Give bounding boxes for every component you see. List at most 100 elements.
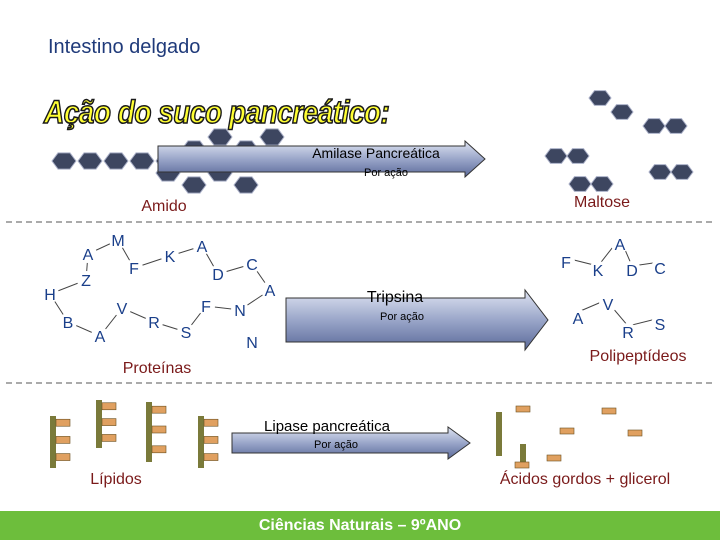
amino-acid-letter: B bbox=[63, 315, 74, 332]
maltose-hexagon bbox=[664, 118, 688, 134]
lipid-molecules bbox=[50, 400, 219, 468]
footer-bar: Ciências Naturais – 9ºANO bbox=[0, 511, 720, 540]
maltose-hexagon bbox=[610, 104, 634, 120]
fatty-acids-label: Ácidos gordos + glicerol bbox=[500, 469, 670, 488]
amylase-arrow bbox=[157, 139, 486, 179]
fatty-acid-tail bbox=[151, 425, 167, 434]
amino-acid-bg bbox=[193, 237, 211, 255]
amino-acid-bg bbox=[651, 315, 669, 333]
amino-acid-letter: A bbox=[573, 311, 584, 328]
maltose-hexagon bbox=[670, 164, 694, 180]
amino-acid-letter: F bbox=[201, 299, 211, 316]
amino-acid-letter: H bbox=[44, 287, 56, 304]
amino-acid-letter: A bbox=[95, 329, 106, 346]
amino-acid-bg bbox=[611, 235, 629, 253]
amino-acid-letter: C bbox=[246, 257, 258, 274]
trypsin-action-label: Por ação bbox=[380, 311, 424, 323]
amino-acid-bg bbox=[145, 313, 163, 331]
footer-text: Ciências Naturais – 9ºANO bbox=[258, 517, 462, 534]
amino-acid-letter: S bbox=[655, 317, 666, 334]
maltose-hexagon bbox=[648, 164, 672, 180]
amino-acid-bg bbox=[77, 271, 95, 289]
amylase-action-label: Por ação bbox=[364, 167, 408, 179]
fatty-acid-tail bbox=[55, 418, 71, 427]
glucose-hexagon bbox=[77, 152, 103, 170]
amino-acid-bg bbox=[557, 253, 575, 271]
maltose-hexagon bbox=[588, 90, 612, 106]
amino-acid-letter: R bbox=[148, 315, 160, 332]
amino-acid-bg bbox=[243, 333, 261, 351]
fatty-acid-tail bbox=[151, 405, 167, 414]
amino-acid-bg bbox=[619, 323, 637, 341]
glucose-hexagon bbox=[103, 152, 129, 170]
proteins-label: Proteínas bbox=[123, 360, 191, 377]
fatty-acid bbox=[515, 405, 531, 413]
amino-acid-bg bbox=[599, 295, 617, 313]
amino-acid-letter: A bbox=[265, 283, 276, 300]
starch-label: Amido bbox=[141, 198, 186, 215]
fatty-acid bbox=[627, 429, 643, 437]
amino-acid-letter: N bbox=[234, 303, 246, 320]
polypeptide-bond bbox=[577, 299, 661, 327]
amino-acid-letter: Z bbox=[81, 273, 91, 290]
amino-acid-bg bbox=[231, 301, 249, 319]
fatty-acid bbox=[546, 454, 562, 462]
fatty-acid bbox=[514, 461, 530, 469]
amino-acid-letter: S bbox=[181, 325, 192, 342]
lipase-action-label: Por ação bbox=[314, 439, 358, 451]
amino-acid-bg bbox=[261, 281, 279, 299]
fatty-acid-tail bbox=[55, 436, 71, 444]
maltose-label: Maltose bbox=[574, 194, 630, 211]
amino-acid-bg bbox=[589, 261, 607, 279]
amino-acid-letter: F bbox=[129, 261, 139, 278]
amino-acid-letter: A bbox=[197, 239, 208, 256]
fatty-acid-tail bbox=[203, 453, 219, 461]
fatty-acid-tail bbox=[101, 402, 117, 411]
amino-acid-bg bbox=[243, 255, 261, 273]
amino-acid-letter: C bbox=[654, 261, 666, 278]
amino-acid-bg bbox=[197, 297, 215, 315]
fatty-acid-tail bbox=[203, 436, 219, 444]
amino-acid-bg bbox=[113, 299, 131, 317]
lipase-arrow bbox=[231, 426, 471, 460]
amino-acid-bg bbox=[569, 309, 587, 327]
glycerol bbox=[496, 412, 502, 456]
fatty-acids-glycerol bbox=[496, 405, 643, 469]
amino-acid-bg bbox=[209, 265, 227, 283]
glucose-hexagon bbox=[259, 128, 285, 146]
amino-acid-letter: A bbox=[83, 247, 94, 264]
maltose-hexagon bbox=[544, 148, 568, 164]
glycerol-backbone bbox=[146, 402, 152, 462]
trypsin-arrow bbox=[285, 288, 549, 352]
lipids-label: Lípidos bbox=[90, 471, 142, 488]
glycerol bbox=[520, 444, 526, 466]
amino-acid-letter: V bbox=[117, 301, 128, 318]
amino-acid-letter: N bbox=[246, 335, 258, 352]
fatty-acid-tail bbox=[55, 453, 71, 461]
glycerol-backbone bbox=[50, 416, 56, 468]
maltose-hexagon bbox=[568, 176, 592, 192]
amino-acid-bg bbox=[161, 247, 179, 265]
fatty-acid bbox=[559, 427, 575, 435]
amino-acid-bg bbox=[59, 313, 77, 331]
glycerol-backbone bbox=[96, 400, 102, 448]
glucose-hexagon bbox=[207, 128, 233, 146]
page-title: Intestino delgado bbox=[48, 36, 201, 58]
amino-acid-bg bbox=[41, 285, 59, 303]
polypeptides-label: Polipeptídeos bbox=[590, 348, 687, 365]
fatty-acid-tail bbox=[151, 445, 167, 454]
section-subtitle: Ação do suco pancreático: bbox=[43, 93, 390, 130]
maltose-pairs bbox=[544, 90, 694, 192]
amylase-enzyme-label: Amilase Pancreática bbox=[312, 145, 440, 161]
fatty-acid bbox=[601, 407, 617, 415]
glucose-hexagon bbox=[129, 152, 155, 170]
fatty-acid-tail bbox=[101, 434, 117, 442]
amino-acid-letter: M bbox=[111, 233, 124, 250]
amino-acid-letter: F bbox=[561, 255, 571, 272]
amino-acid-letter: D bbox=[626, 263, 638, 280]
fatty-acid-tail bbox=[203, 418, 219, 427]
amino-acid-bg bbox=[79, 245, 97, 263]
